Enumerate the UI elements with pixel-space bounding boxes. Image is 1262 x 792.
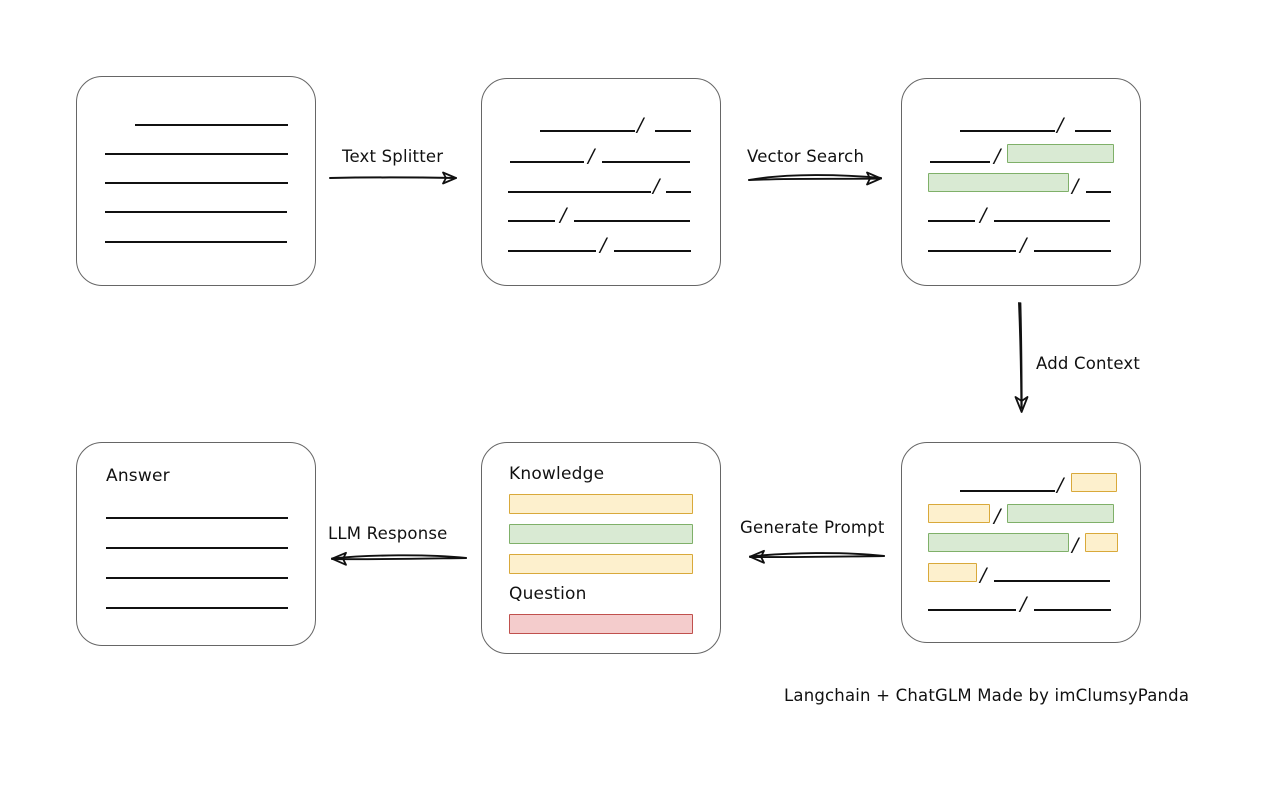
footer-credit: Langchain + ChatGLM Made by imClumsyPand… — [784, 686, 1190, 705]
answer-line-3 — [106, 577, 288, 579]
split-chunks-r2-seg1 — [510, 161, 584, 163]
split-chunks-r5-seg1 — [508, 250, 596, 252]
context-augmented-r1-chip-yellow — [1071, 473, 1117, 492]
prompt-knowledge-chip-3 — [509, 554, 693, 574]
arrow-generate-prompt — [749, 549, 885, 564]
prompt-knowledge-chip-2 — [509, 524, 693, 544]
split-chunks-r4-slash: / — [560, 204, 567, 226]
vector-matched-r5-seg1 — [928, 250, 1016, 252]
prompt-knowledge-chip-1 — [509, 494, 693, 514]
context-augmented-r4-slash: / — [980, 564, 987, 586]
prompt-knowledge-label: Knowledge — [509, 464, 605, 484]
edge-label-vector-search: Vector Search — [747, 147, 865, 166]
vector-matched-r3-seg2 — [1086, 191, 1111, 193]
node-answer[interactable] — [76, 442, 316, 646]
context-augmented-r5-seg1 — [928, 609, 1016, 611]
source-document-line-5 — [105, 241, 287, 243]
split-chunks-r3-slash: / — [653, 175, 660, 197]
edge-label-text-splitter: Text Splitter — [342, 147, 444, 166]
split-chunks-r4-seg2 — [574, 220, 690, 222]
source-document-line-2 — [105, 153, 288, 155]
vector-matched-r1-seg1 — [960, 130, 1055, 132]
vector-matched-r5-seg2 — [1034, 250, 1111, 252]
source-document-line-4 — [105, 211, 287, 213]
vector-matched-r3-slash: / — [1072, 175, 1079, 197]
vector-matched-r3-chip-green — [928, 173, 1069, 192]
context-augmented-r3-chip-green — [928, 533, 1069, 552]
arrow-text-splitter — [329, 171, 457, 185]
vector-matched-r4-seg2 — [994, 220, 1110, 222]
context-augmented-r4-chip-yellow — [928, 563, 977, 582]
split-chunks-r5-slash: / — [600, 234, 607, 256]
vector-matched-r4-seg1 — [928, 220, 975, 222]
vector-matched-r1-slash: / — [1057, 114, 1064, 136]
context-augmented-r4-seg2 — [994, 580, 1110, 582]
arrow-add-context — [1014, 302, 1029, 413]
arrow-vector-search — [748, 171, 882, 186]
node-source-document[interactable] — [76, 76, 316, 286]
context-augmented-r2-chip-yellow — [928, 504, 990, 523]
split-chunks-r2-seg2 — [602, 161, 690, 163]
answer-line-2 — [106, 547, 288, 549]
context-augmented-r3-slash: / — [1072, 534, 1079, 556]
source-document-line-3 — [105, 182, 288, 184]
answer-label: Answer — [106, 466, 170, 486]
edge-label-llm-response: LLM Response — [328, 524, 448, 543]
context-augmented-r1-seg1 — [960, 490, 1055, 492]
answer-line-1 — [106, 517, 288, 519]
answer-line-4 — [106, 607, 288, 609]
split-chunks-r1-seg1 — [540, 130, 635, 132]
context-augmented-r2-chip-green — [1007, 504, 1114, 523]
split-chunks-r5-seg2 — [614, 250, 691, 252]
split-chunks-r4-seg1 — [508, 220, 555, 222]
vector-matched-r1-seg2 — [1075, 130, 1111, 132]
edge-label-generate-prompt: Generate Prompt — [740, 518, 885, 537]
vector-matched-r2-chip-green — [1007, 144, 1114, 163]
context-augmented-r5-seg2 — [1034, 609, 1111, 611]
arrow-llm-response — [331, 551, 467, 566]
context-augmented-r2-slash: / — [994, 505, 1001, 527]
split-chunks-r2-slash: / — [588, 145, 595, 167]
vector-matched-r4-slash: / — [980, 204, 987, 226]
split-chunks-r1-slash: / — [637, 114, 644, 136]
source-document-line-1 — [135, 124, 288, 126]
context-augmented-r5-slash: / — [1020, 593, 1027, 615]
split-chunks-r3-seg2 — [666, 191, 691, 193]
vector-matched-r2-slash: / — [994, 145, 1001, 167]
split-chunks-r1-seg2 — [655, 130, 691, 132]
context-augmented-r1-slash: / — [1057, 474, 1064, 496]
edge-label-add-context: Add Context — [1036, 354, 1141, 373]
context-augmented-r3-chip-yellow — [1085, 533, 1118, 552]
vector-matched-r2-seg1 — [930, 161, 990, 163]
split-chunks-r3-seg1 — [508, 191, 651, 193]
prompt-question-label: Question — [509, 584, 587, 604]
vector-matched-r5-slash: / — [1020, 234, 1027, 256]
prompt-question-chip — [509, 614, 693, 634]
